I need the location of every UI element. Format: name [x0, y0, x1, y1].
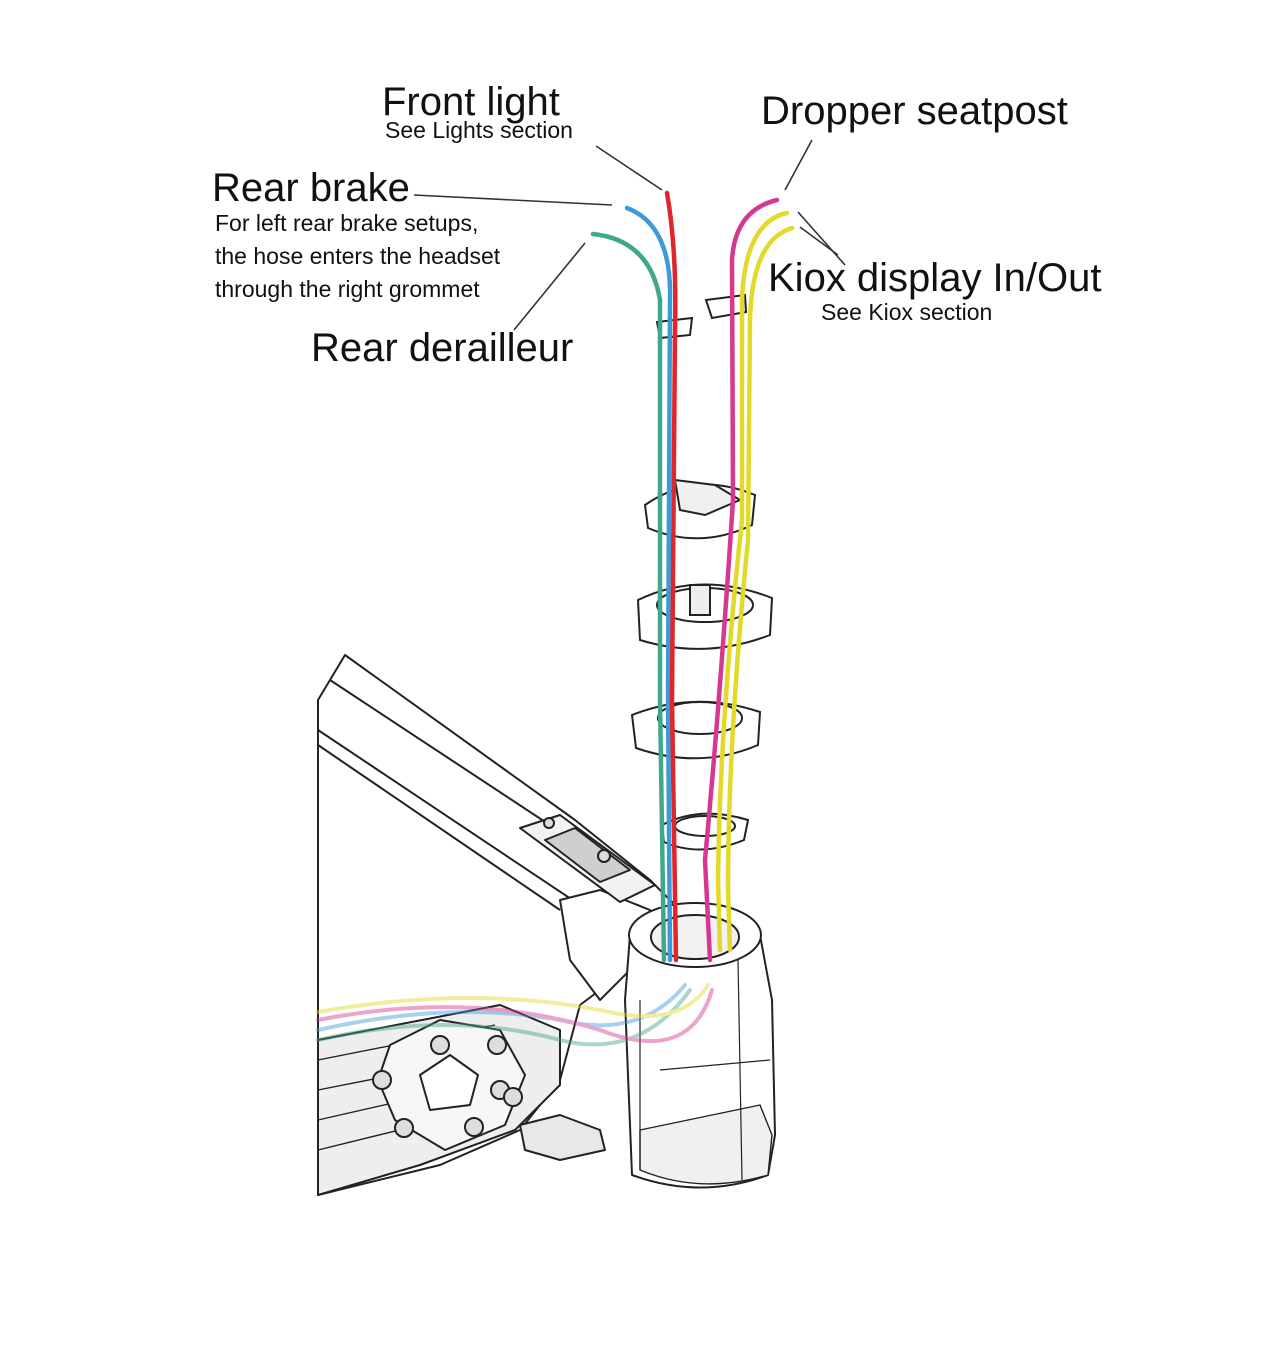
- kiox-display-label: Kiox display In/Out: [768, 256, 1102, 300]
- rear-brake-note-line-2: the hose enters the headset: [215, 243, 501, 269]
- front-light-leader: [595, 145, 663, 191]
- rear-derailleur-leader: [513, 242, 586, 331]
- kiox-cable-1: [715, 210, 790, 953]
- rear-brake-hose: [624, 205, 673, 963]
- leader-lines: [413, 139, 846, 331]
- head-tube-shading: [639, 1104, 773, 1185]
- internal-dropper: [316, 988, 714, 1044]
- dropper-seatpost-label: Dropper seatpost: [761, 89, 1068, 133]
- internal-kiox: [316, 983, 710, 1019]
- compression-ring-hole: [674, 815, 736, 837]
- kiox-mount-screen: [544, 827, 631, 883]
- kiox-leader-1: [797, 211, 846, 266]
- kiox-mount-bolt-2: [597, 849, 611, 863]
- kiox-leader-2: [799, 226, 839, 256]
- bike-frame: [317, 654, 776, 1196]
- internal-cables: [316, 983, 714, 1047]
- rear-derailleur-label: Rear derailleur: [311, 326, 574, 370]
- kiox-note: See Kiox section: [821, 299, 993, 325]
- grommet-tab: [689, 584, 711, 616]
- head-tube-inner: [650, 914, 740, 960]
- dropper-leader: [784, 139, 813, 191]
- head-tube-contours: [639, 959, 771, 1181]
- front-light-cable: [664, 190, 679, 963]
- kiox-mount-bolt: [543, 817, 555, 829]
- rear-brake-label: Rear brake: [212, 166, 410, 210]
- rear-brake-note-line-1: For left rear brake setups,: [215, 210, 479, 236]
- kiox-cable-2: [725, 225, 795, 953]
- front-light-label: Front light: [382, 80, 560, 124]
- mount-bolts: [372, 1035, 523, 1138]
- rear-brake-note-line-3: through the right grommet: [215, 276, 480, 302]
- dropper-seatpost-cable: [702, 197, 780, 963]
- front-light-note: See Lights section: [385, 117, 573, 143]
- internal-rear-derailleur: [316, 988, 692, 1047]
- rear-brake-leader: [413, 194, 613, 206]
- top-cap-slot: [673, 478, 743, 517]
- lower-bracket: [519, 1114, 606, 1161]
- rear-derailleur-cable: [590, 231, 667, 963]
- bearing-cup-lower-hole: [657, 701, 743, 735]
- internal-rear-brake: [316, 983, 687, 1032]
- mount-plate-cutout: [419, 1054, 479, 1111]
- cables: [316, 190, 795, 1047]
